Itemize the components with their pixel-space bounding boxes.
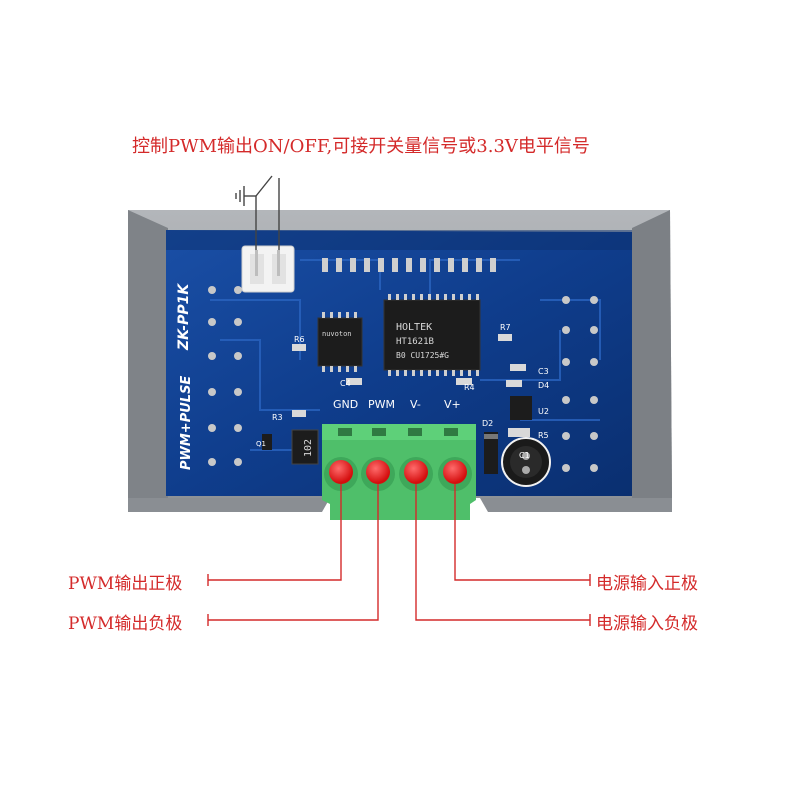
chip-main-line2: HT1621B [396,337,434,347]
silk-r6: R6 [294,335,305,344]
silk-series: PWM+PULSE [179,376,194,470]
chip-main: HOLTEK HT1621B B0 CU1725#G [383,294,481,376]
annotation-top: 控制PWM输出ON/OFF,可接开关量信号或3.3V电平信号 [132,136,590,157]
terminal-markers [329,460,467,484]
silk-r3: R3 [272,413,283,422]
chip-mcu-label: nuvoton [322,330,352,338]
silk-c1: C1 [519,451,530,460]
silk-c4: C4 [340,379,351,388]
left-pin-holes [208,286,242,466]
regulator-u2 [510,396,532,420]
leader-lines [207,484,591,626]
terminal-label-vplus: V+ [444,398,461,411]
terminal-label-gnd: GND [333,398,358,411]
silk-q1: Q1 [256,440,266,448]
capacitor-c1 [501,437,551,487]
silk-model: ZK-PP1K [176,283,192,351]
silk-r7: R7 [500,323,511,332]
smd-components [262,334,530,450]
silk-u2: U2 [538,407,549,416]
silk-r4: R4 [464,383,475,392]
marker-pwm [366,460,390,484]
marker-gnd [329,460,353,484]
header-pins [322,258,496,272]
chip-main-line3: B0 CU1725#G [396,351,449,360]
silk-r5: R5 [538,431,549,440]
silk-c3: C3 [538,367,549,376]
terminal-label-pwm: PWM [368,398,395,411]
annotation-power-negative: 电源输入负极 [596,614,698,634]
silkscreen: PWM+PULSE ZK-PP1K R6 R3 Q1 C4 R4 R7 C3 D… [176,283,549,470]
annotation-pwm-negative: PWM输出负极 [68,614,183,634]
chip-main-line1: HOLTEK [396,322,432,333]
marker-vplus [443,460,467,484]
diode-d2 [484,432,498,474]
silk-d4: D4 [538,381,549,390]
annotation-pwm-positive: PWM输出正极 [68,574,183,594]
svg-text:102: 102 [303,439,314,457]
annotation-power-positive: 电源输入正极 [596,574,698,594]
terminal-label-vminus: V- [410,398,421,411]
switch-ground-symbol [235,175,280,250]
marker-vminus [404,460,428,484]
resistor-102: 102 [291,429,319,465]
silk-d2: D2 [482,419,493,428]
switch-connector [241,245,295,293]
chip-mcu: nuvoton [317,312,363,372]
right-pin-holes [562,296,598,472]
